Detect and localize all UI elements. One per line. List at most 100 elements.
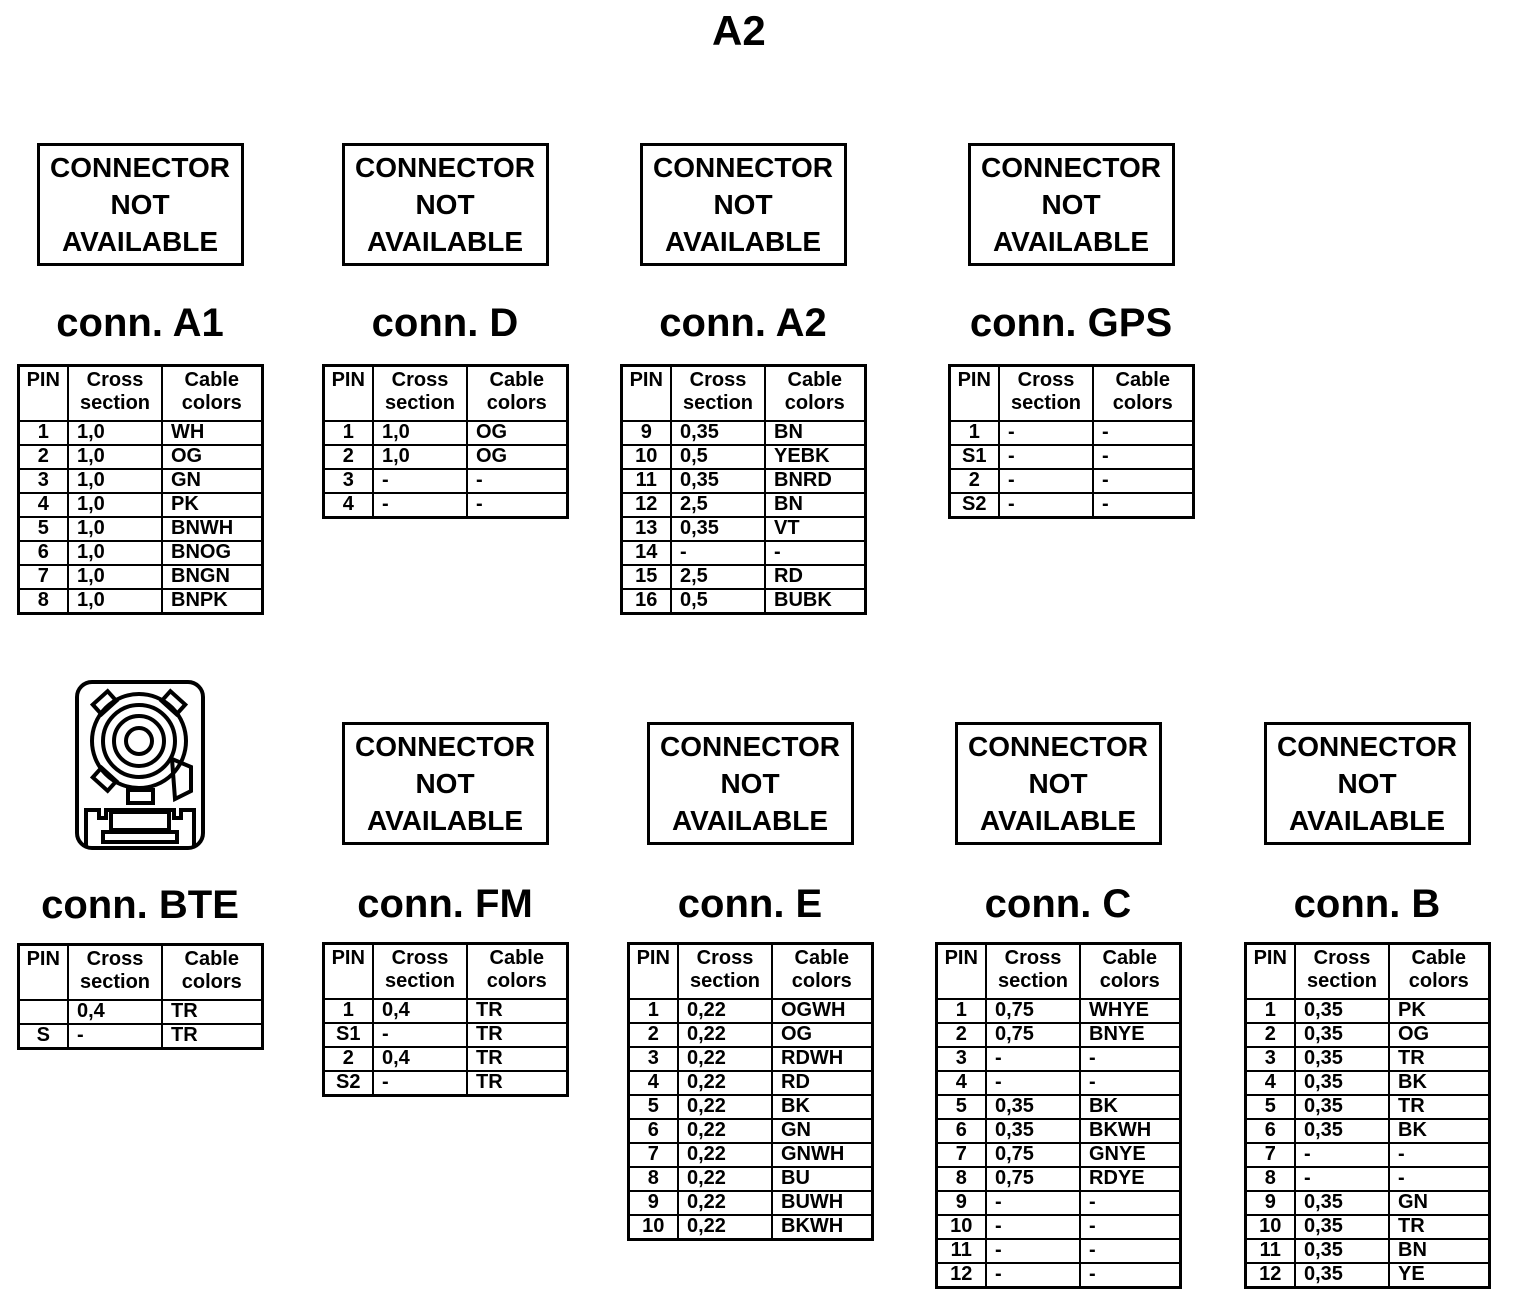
pin-cross-cell: 0,75 — [985, 1166, 1081, 1192]
pin-pin-cell: 11 — [935, 1238, 987, 1264]
pin-cross-cell: 2,5 — [670, 492, 766, 518]
pin-table-header-row: PIN Cross section Cable colors — [322, 942, 568, 1000]
pin-pin-cell: 2 — [322, 1046, 374, 1072]
pin-pin-cell: 4 — [17, 492, 69, 518]
cable-colors-header: Cable colors — [161, 943, 263, 1001]
pin-cross-cell: - — [372, 1022, 468, 1048]
connector-group-b: CONNECTOR NOT AVAILABLE conn. B PIN Cros… — [1243, 722, 1491, 1289]
pin-pin-cell: 6 — [627, 1118, 679, 1144]
pin-color-cell: BKWH — [771, 1214, 873, 1241]
pin-color-cell: TR — [466, 1046, 568, 1072]
pin-pin-cell: 4 — [322, 492, 374, 519]
pin-pin-cell: S2 — [322, 1070, 374, 1097]
pin-color-cell: TR — [466, 1022, 568, 1048]
pin-pin-cell: 5 — [935, 1094, 987, 1120]
pin-pin-cell — [17, 999, 69, 1025]
pin-table-header-row: PIN Cross section Cable colors — [322, 364, 568, 422]
connector-group-bte: conn. BTE PIN Cross section Cable colors… — [16, 680, 264, 1050]
pin-color-cell: BNGN — [161, 564, 263, 590]
pin-pin-cell: S2 — [948, 492, 1000, 519]
pin-color-cell: - — [1079, 1238, 1181, 1264]
connector-not-available-label: CONNECTOR NOT AVAILABLE — [981, 152, 1161, 257]
pin-pin-cell: 2 — [322, 444, 374, 470]
pin-color-cell: - — [1092, 492, 1194, 519]
pin-cross-cell: 0,35 — [670, 420, 766, 446]
pin-cross-cell: 0,22 — [677, 1022, 773, 1048]
pin-header: PIN — [620, 364, 672, 422]
connector-not-available-box: CONNECTOR NOT AVAILABLE — [954, 722, 1162, 845]
pin-cross-cell: 0,35 — [1294, 1094, 1390, 1120]
pin-color-cell: BKWH — [1079, 1118, 1181, 1144]
pin-pin-cell: 10 — [627, 1214, 679, 1241]
cable-colors-header: Cable colors — [1079, 942, 1181, 1000]
pin-pin-cell: 4 — [1244, 1070, 1296, 1096]
connector-not-available-box: CONNECTOR NOT AVAILABLE — [1263, 722, 1471, 845]
pin-color-cell: BN — [1388, 1238, 1490, 1264]
pin-color-cell: OG — [466, 420, 568, 446]
pin-color-cell: OG — [466, 444, 568, 470]
cross-section-header: Cross section — [670, 364, 766, 422]
pin-cross-cell: - — [998, 468, 1094, 494]
pin-color-cell: - — [1388, 1166, 1490, 1192]
pin-cross-cell: 0,35 — [1294, 1262, 1390, 1289]
pin-pin-cell: 8 — [17, 588, 69, 615]
pin-pin-cell: 16 — [620, 588, 672, 615]
pin-pin-cell: 12 — [935, 1262, 987, 1289]
pin-pin-cell: 11 — [1244, 1238, 1296, 1264]
pin-row: S1-TR — [322, 1022, 568, 1048]
connector-group-fm: CONNECTOR NOT AVAILABLE conn. FM PIN Cro… — [321, 722, 569, 1097]
pin-cross-cell: 0,22 — [677, 1190, 773, 1216]
pin-table-header-row: PIN Cross section Cable colors — [627, 942, 873, 1000]
pin-pin-cell: 6 — [1244, 1118, 1296, 1144]
pin-pin-cell: S — [17, 1023, 69, 1050]
pin-cross-cell: 0,35 — [1294, 1214, 1390, 1240]
pin-color-cell: YE — [1388, 1262, 1490, 1289]
pin-cross-cell: - — [372, 1070, 468, 1097]
pin-cross-cell: 1,0 — [67, 444, 163, 470]
pin-pin-cell: 7 — [627, 1142, 679, 1168]
pin-cross-cell: 1,0 — [67, 492, 163, 518]
pin-pin-cell: 10 — [1244, 1214, 1296, 1240]
connector-not-available-box: CONNECTOR NOT AVAILABLE — [967, 143, 1175, 266]
connector-title-bte: conn. BTE — [41, 883, 239, 927]
pin-cross-cell: 0,4 — [67, 999, 163, 1025]
pin-pin-cell: 9 — [935, 1190, 987, 1216]
pin-cross-cell: - — [998, 420, 1094, 446]
pin-color-cell: YEBK — [764, 444, 866, 470]
connector-group-c: CONNECTOR NOT AVAILABLE conn. C PIN Cros… — [934, 722, 1182, 1289]
pin-row: S1-- — [948, 444, 1194, 470]
connector-not-available-label: CONNECTOR NOT AVAILABLE — [1277, 731, 1457, 836]
pin-cross-cell: 0,22 — [677, 1166, 773, 1192]
pin-row: 3-- — [322, 468, 568, 494]
pin-cross-cell: 1,0 — [67, 540, 163, 566]
pin-pin-cell: 9 — [620, 420, 672, 446]
pin-color-cell: TR — [466, 1070, 568, 1097]
connector-group-a2: CONNECTOR NOT AVAILABLE conn. A2 PIN Cro… — [619, 143, 867, 615]
pin-color-cell: - — [764, 540, 866, 566]
cross-section-header: Cross section — [677, 942, 773, 1000]
pin-table-header-row: PIN Cross section Cable colors — [948, 364, 1194, 422]
pin-cross-cell: 1,0 — [67, 468, 163, 494]
pin-pin-cell: 4 — [935, 1070, 987, 1096]
